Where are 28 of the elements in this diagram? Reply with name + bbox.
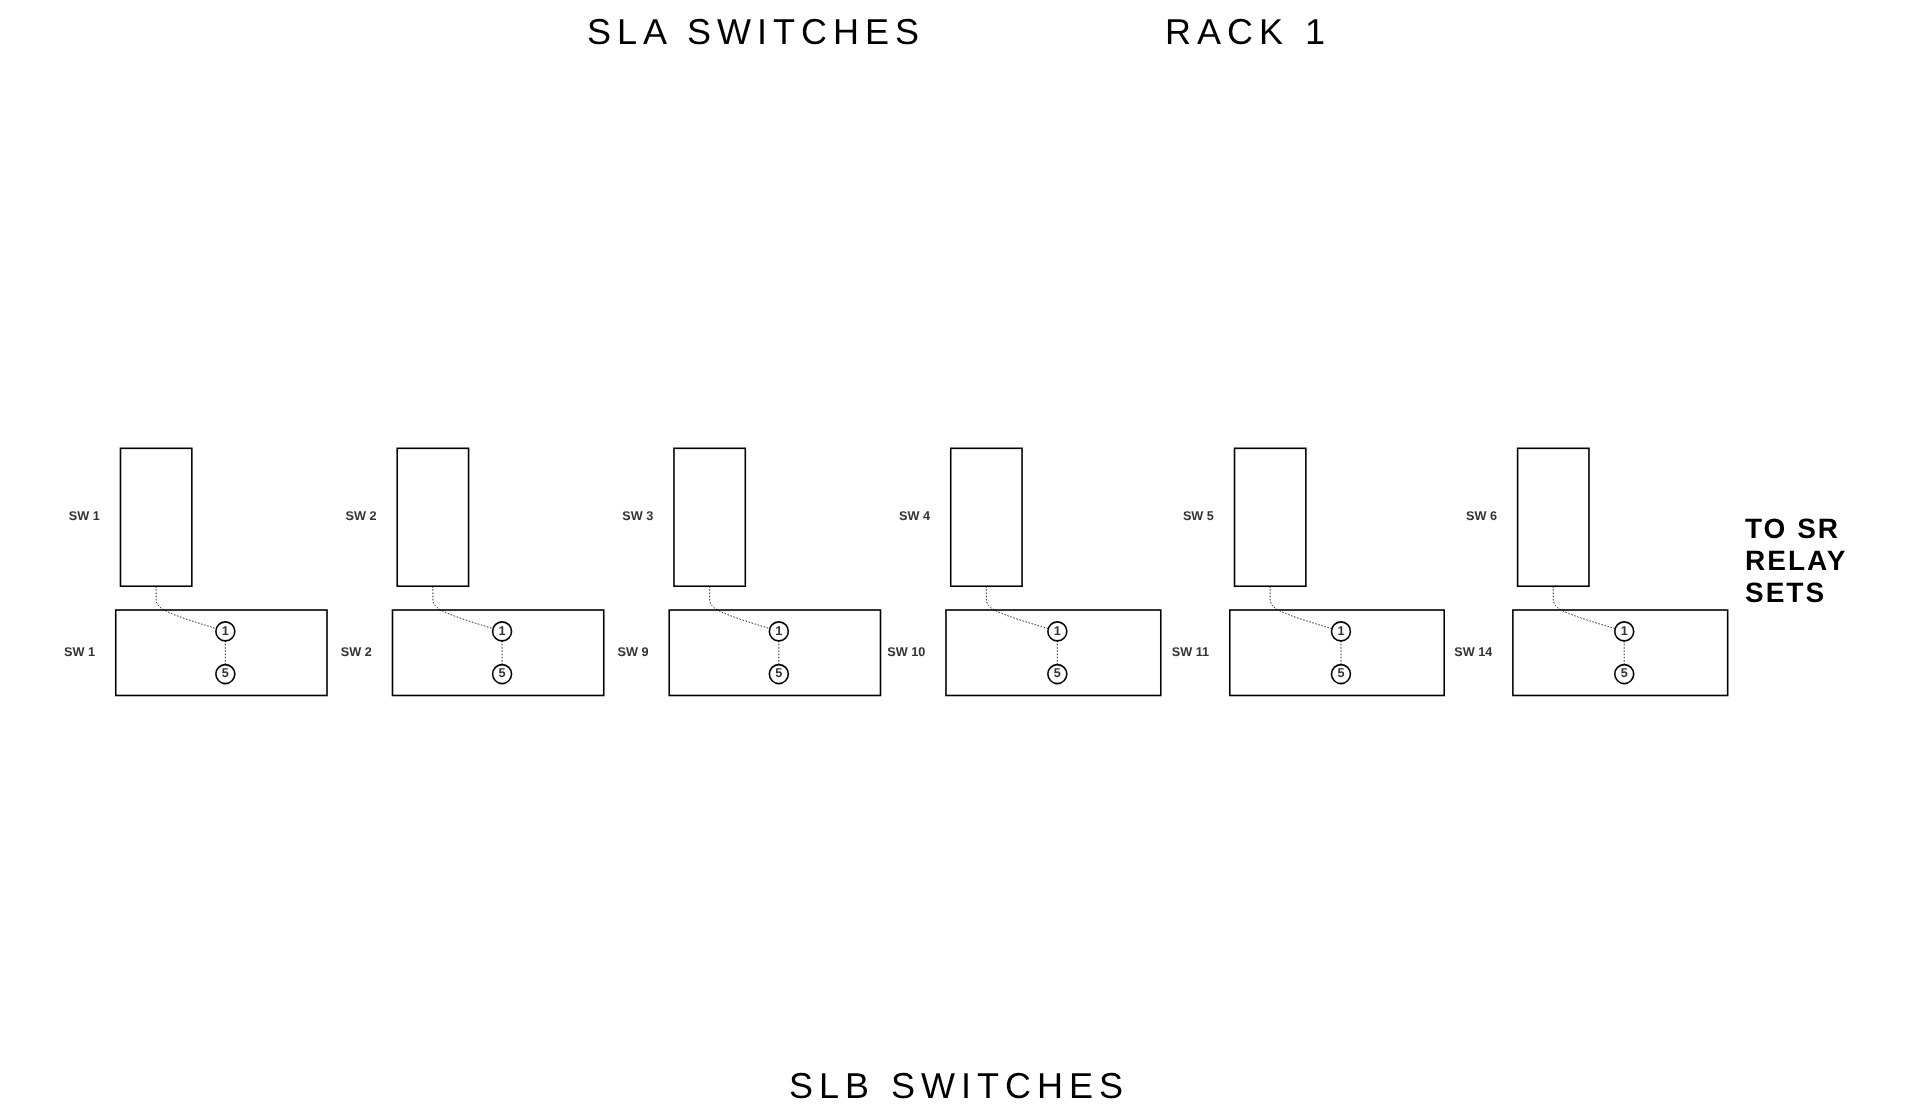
cluster [1227, 609, 1444, 697]
cluster [113, 609, 327, 697]
connector [1268, 585, 1332, 630]
node-box [395, 447, 469, 588]
connector [985, 585, 1048, 630]
cluster [944, 609, 1161, 697]
connector [223, 640, 225, 666]
relay-note: TO SR RELAY SETS [1745, 512, 1849, 608]
cluster [390, 609, 604, 697]
connector [777, 640, 779, 666]
connector [1055, 640, 1057, 666]
cluster [667, 609, 881, 697]
node-box [948, 447, 1022, 588]
group-label: SLB SWITCHES [788, 1066, 1130, 1108]
connector [708, 585, 770, 629]
node-box [672, 447, 746, 588]
cluster [1511, 609, 1728, 697]
connector [500, 640, 502, 666]
connector [1339, 640, 1341, 666]
node-box [1515, 447, 1589, 588]
node-box [1232, 447, 1306, 588]
node-box [118, 447, 192, 588]
connector [1622, 640, 1624, 666]
connector [431, 585, 493, 629]
connector [154, 585, 216, 629]
connector [1551, 585, 1615, 630]
rack-label: RACK 1 [1165, 12, 1332, 54]
diagram-title: SLA SWITCHES [586, 12, 925, 54]
